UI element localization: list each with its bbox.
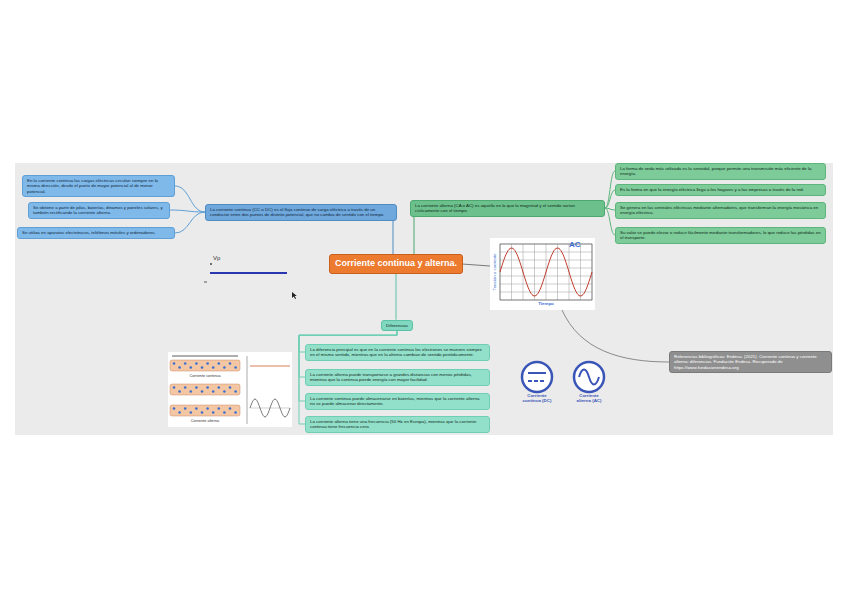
branch-connector (605, 208, 615, 235)
node-text: La diferencia principal es que en la cor… (310, 347, 485, 358)
voltage-sketch (204, 263, 297, 299)
branch-box: La corriente alterna (CA o AC) es aquell… (410, 200, 605, 217)
branch-box: Diferencias (381, 320, 413, 332)
branch-connector (396, 274, 397, 320)
figure-label: Vp (213, 255, 220, 262)
leaf-box: La diferencia principal es que en la cor… (305, 344, 490, 361)
node-text: Se utiliza en aparatos electrónicos, tel… (22, 230, 170, 236)
node-text: La corriente alterna puede transportarse… (310, 372, 485, 383)
leaf-box: Se utiliza en aparatos electrónicos, tel… (17, 227, 175, 239)
figure-label: Corriente alterna (191, 419, 219, 423)
figure-label: Corriente continua (189, 374, 220, 378)
reference-box: Referencias bibliográficas: Endesa. (202… (669, 351, 832, 374)
legend-text: Corriente continua (DC) (520, 394, 554, 404)
legend-text: Corriente alterna (AC) (572, 394, 606, 404)
node-text: La corriente continua (CC o DC) es el fl… (210, 207, 392, 218)
node-text: Diferencias (386, 323, 408, 329)
leaf-box: En la corriente continua las cargas eléc… (22, 175, 175, 198)
node-text: Su valor se puede elevar o reducir fácil… (620, 230, 821, 241)
figure-label: Tiempo (538, 302, 554, 307)
conductor-illustration (168, 352, 292, 427)
node-text: La corriente continua puede almacenarse … (310, 396, 485, 407)
branch-connector (175, 186, 205, 212)
central-topic: Corriente continua y alterna. (329, 254, 463, 273)
figure-label: AC (569, 241, 581, 250)
branch-connector (605, 171, 615, 208)
cursor (292, 292, 297, 299)
branch-box: La corriente continua (CC o DC) es el fl… (205, 204, 397, 221)
reference-link (562, 310, 669, 362)
node-text: Es la forma en que la energía eléctrica … (620, 187, 821, 193)
leaf-box: La corriente alterna tiene una frecuenci… (305, 416, 490, 433)
node-text: La forma de onda más utilizada es la sen… (620, 166, 821, 177)
branch-connector (175, 212, 205, 233)
branch-connector (170, 210, 205, 212)
image-link (462, 264, 490, 266)
node-text: En la corriente continua las cargas eléc… (27, 178, 170, 195)
canvas-panel (15, 163, 833, 435)
leaf-box: Su valor se puede elevar o reducir fácil… (615, 227, 826, 244)
branch-connector (393, 221, 394, 255)
ac-chart (490, 238, 595, 310)
leaf-box: La corriente alterna puede transportarse… (305, 369, 490, 386)
leaf-box: Se obtiene a partir de pilas, baterías, … (28, 202, 170, 219)
figure-label: Tensión o corriente (492, 253, 497, 290)
leaf-box: Es la forma en que la energía eléctrica … (615, 184, 826, 196)
ac-symbol (574, 362, 604, 392)
node-text: Corriente continua y alterna. (335, 258, 457, 269)
node-text: Se obtiene a partir de pilas, baterías, … (33, 205, 165, 216)
leaf-box: La forma de onda más utilizada es la sen… (615, 163, 826, 180)
node-text: La corriente alterna (CA o AC) es aquell… (415, 203, 600, 214)
node-text: Se genera en las centrales eléctricas me… (620, 205, 821, 216)
node-text: Referencias bibliográficas: Endesa. (202… (674, 354, 827, 371)
node-text: La corriente alterna tiene una frecuenci… (310, 419, 485, 430)
leaf-box: La corriente continua puede almacenarse … (305, 393, 490, 410)
branch-connector (414, 217, 415, 255)
branch-connector (605, 190, 615, 208)
dc-symbol (522, 362, 552, 392)
branch-connector (299, 331, 397, 401)
leaf-box: Se genera en las centrales eléctricas me… (615, 202, 826, 219)
